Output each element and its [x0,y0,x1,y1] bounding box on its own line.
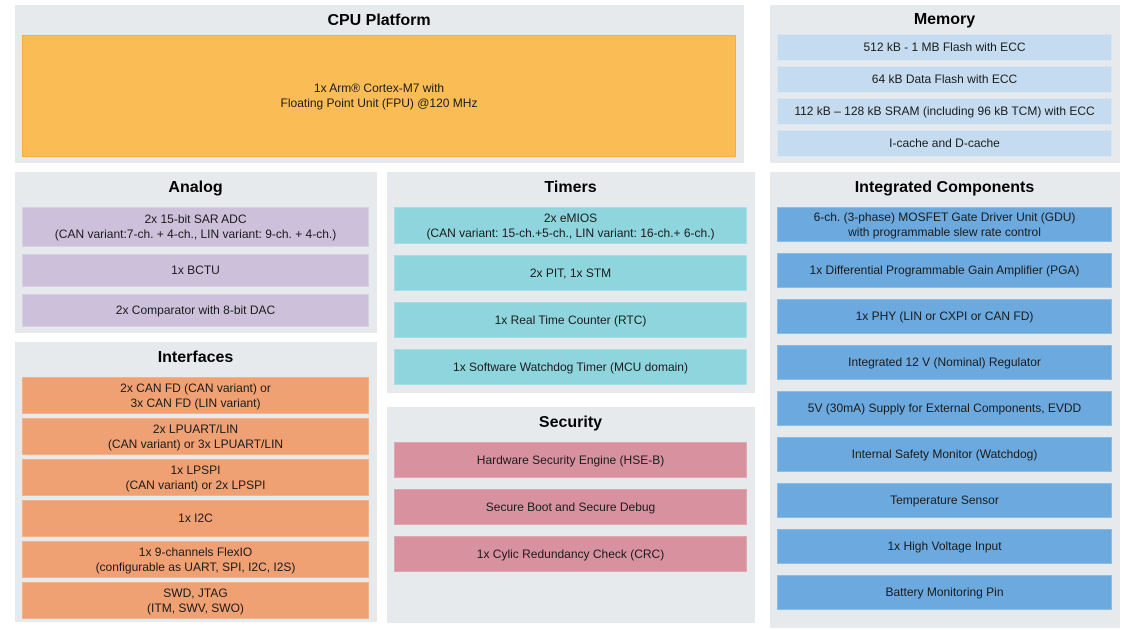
timers-panel: Timers 2x eMIOS (CAN variant: 15-ch.+5-c… [387,172,755,393]
block-flexio: 1x 9-channels FlexIO (configurable as UA… [22,541,369,578]
left-group: CPU Platform 1x Arm® Cortex-M7 with Floa… [15,5,755,628]
block-lpspi: 1x LPSPI (CAN variant) or 2x LPSPI [22,459,369,496]
block-5v-supply: 5V (30mA) Supply for External Components… [777,391,1112,426]
block-line: 2x eMIOS [543,210,598,225]
block-line: Temperature Sensor [890,493,999,507]
block-line: Battery Monitoring Pin [885,585,1004,599]
right-column: Memory 512 kB - 1 MB Flash with ECC 64 k… [770,5,1120,628]
section-title-cpu-platform: CPU Platform [327,12,431,29]
block-software-watchdog: 1x Software Watchdog Timer (MCU domain) [394,349,747,385]
memory-panel: Memory 512 kB - 1 MB Flash with ECC 64 k… [770,5,1120,163]
block-cache: I-cache and D-cache [777,130,1112,157]
block-code-flash: 512 kB - 1 MB Flash with ECC [777,34,1112,61]
block-data-flash: 64 kB Data Flash with ECC [777,66,1112,93]
block-line: Internal Safety Monitor (Watchdog) [851,447,1038,461]
block-swd-jtag: SWD, JTAG (ITM, SWV, SWO) [22,582,369,619]
security-panel: Security Hardware Security Engine (HSE-B… [387,407,755,623]
block-line: (ITM, SWV, SWO) [147,600,244,615]
block-i2c: 1x I2C [22,500,369,537]
section-title-security: Security [538,414,603,431]
block-high-voltage-input: 1x High Voltage Input [777,529,1112,564]
block-sram: 112 kB – 128 kB SRAM (including 96 kB TC… [777,98,1112,125]
section-title-interfaces: Interfaces [157,349,234,366]
block-phy: 1x PHY (LIN or CXPI or CAN FD) [777,299,1112,334]
column-analog-interfaces: Analog 2x 15-bit SAR ADC (CAN variant:7-… [15,172,377,623]
block-line: 1x 9-channels FlexIO [138,544,253,559]
block-can-fd: 2x CAN FD (CAN variant) or 3x CAN FD (LI… [22,377,369,414]
block-line: 2x PIT, 1x STM [529,265,612,280]
block-emios: 2x eMIOS (CAN variant: 15-ch.+5-ch., LIN… [394,207,747,244]
block-regulator: Integrated 12 V (Nominal) Regulator [777,345,1112,380]
block-hse: Hardware Security Engine (HSE-B) [394,442,747,478]
block-line: 1x Software Watchdog Timer (MCU domain) [453,359,688,374]
block-line: 6-ch. (3-phase) MOSFET Gate Driver Unit … [813,209,1076,224]
block-safety-monitor: Internal Safety Monitor (Watchdog) [777,437,1112,472]
section-title-timers: Timers [544,179,597,196]
block-line: Hardware Security Engine (HSE-B) [476,452,665,467]
block-line: Secure Boot and Secure Debug [485,499,656,514]
block-line: 1x Arm® Cortex-M7 with [313,81,445,95]
block-line: 64 kB Data Flash with ECC [871,72,1018,86]
block-line: 1x LPSPI [170,462,221,477]
integrated-components-panel: Integrated Components 6-ch. (3-phase) MO… [770,172,1120,628]
block-line: I-cache and D-cache [889,136,1000,150]
lower-left-row: Analog 2x 15-bit SAR ADC (CAN variant:7-… [15,172,755,623]
block-line: 2x Comparator with 8-bit DAC [115,303,276,317]
section-title-memory: Memory [913,11,976,28]
block-line: 2x LPUART/LIN [152,421,239,436]
block-line: 1x High Voltage Input [887,539,1002,553]
block-line: 1x Real Time Counter (RTC) [494,312,647,327]
block-line: 112 kB – 128 kB SRAM (including 96 kB TC… [794,104,1095,118]
interfaces-panel: Interfaces 2x CAN FD (CAN variant) or 3x… [15,342,377,622]
section-title-analog: Analog [168,179,223,196]
block-crc: 1x Cylic Redundancy Check (CRC) [394,536,747,572]
block-line: (configurable as UART, SPI, I2C, I2S) [95,559,296,574]
block-line: SWD, JTAG [163,585,228,600]
column-timers-security: Timers 2x eMIOS (CAN variant: 15-ch.+5-c… [387,172,755,623]
block-battery-monitoring-pin: Battery Monitoring Pin [777,575,1112,610]
block-line: 3x CAN FD (LIN variant) [130,395,261,410]
block-line: 1x PHY (LIN or CXPI or CAN FD) [855,309,1034,323]
block-line: 2x CAN FD (CAN variant) or [120,380,271,395]
diagram-layout: CPU Platform 1x Arm® Cortex-M7 with Floa… [15,5,1120,628]
block-bctu: 1x BCTU [22,254,369,287]
block-line: 2x 15-bit SAR ADC [144,212,247,226]
block-line: 1x Differential Programmable Gain Amplif… [809,263,1080,277]
block-line: (CAN variant:7-ch. + 4-ch., LIN variant:… [54,227,337,241]
block-lpuart-lin: 2x LPUART/LIN (CAN variant) or 3x LPUART… [22,418,369,455]
block-line: Floating Point Unit (FPU) @120 MHz [280,96,478,110]
block-cortex-m7: 1x Arm® Cortex-M7 with Floating Point Un… [22,35,736,157]
block-line: 1x I2C [178,511,213,525]
block-rtc: 1x Real Time Counter (RTC) [394,302,747,338]
block-line: 1x BCTU [171,263,220,277]
block-sar-adc: 2x 15-bit SAR ADC (CAN variant:7-ch. + 4… [22,207,369,247]
cpu-platform-panel: CPU Platform 1x Arm® Cortex-M7 with Floa… [15,5,744,163]
analog-panel: Analog 2x 15-bit SAR ADC (CAN variant:7-… [15,172,377,333]
block-line: 1x Cylic Redundancy Check (CRC) [476,546,665,561]
block-line: 5V (30mA) Supply for External Components… [807,401,1082,415]
block-line: with programmable slew rate control [848,224,1041,239]
block-gdu: 6-ch. (3-phase) MOSFET Gate Driver Unit … [777,207,1112,242]
block-pga: 1x Differential Programmable Gain Amplif… [777,253,1112,288]
block-line: (CAN variant) or 3x LPUART/LIN [107,436,284,451]
section-title-integrated-components: Integrated Components [854,179,1035,196]
block-pit-stm: 2x PIT, 1x STM [394,255,747,291]
block-line: Integrated 12 V (Nominal) Regulator [848,355,1041,369]
block-line: 512 kB - 1 MB Flash with ECC [863,40,1026,54]
block-secure-boot: Secure Boot and Secure Debug [394,489,747,525]
block-line: (CAN variant) or 2x LPSPI [125,477,266,492]
block-comparator-dac: 2x Comparator with 8-bit DAC [22,294,369,327]
block-temperature-sensor: Temperature Sensor [777,483,1112,518]
block-line: (CAN variant: 15-ch.+5-ch., LIN variant:… [426,225,715,240]
